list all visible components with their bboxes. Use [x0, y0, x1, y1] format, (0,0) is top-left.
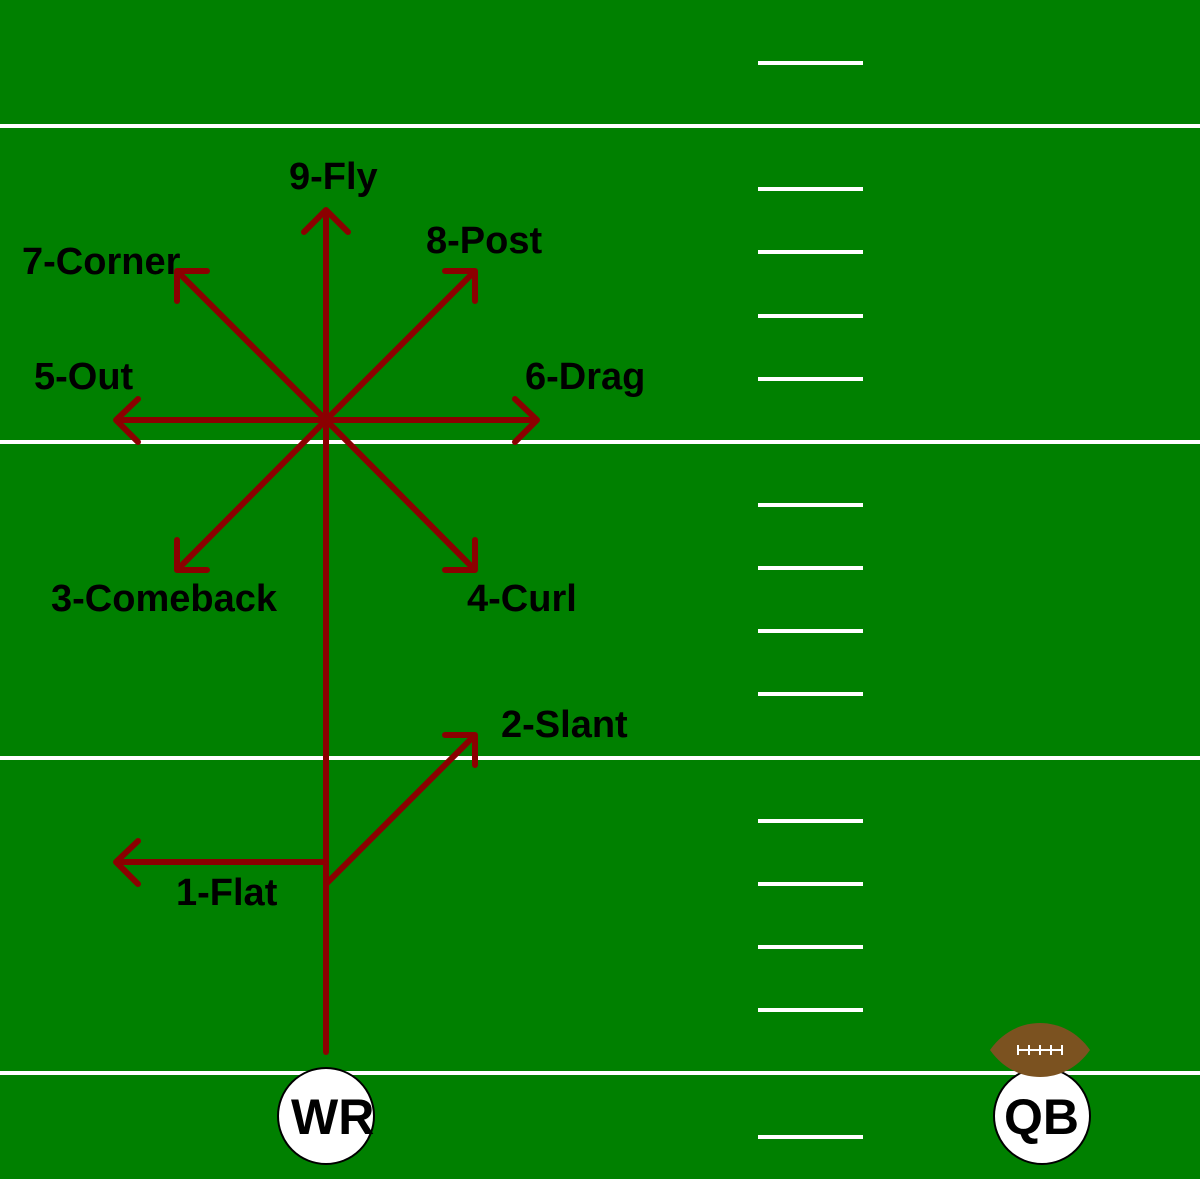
route-9-arrowhead	[301, 207, 351, 235]
player-qb: QB	[993, 1067, 1091, 1165]
route-8-line	[323, 269, 477, 423]
route-tree	[113, 207, 540, 1055]
route-label-fly: 9-Fly	[289, 156, 378, 198]
route-6-arrowhead	[512, 396, 540, 445]
route-label-curl: 4-Curl	[467, 578, 577, 620]
route-label-drag: 6-Drag	[525, 356, 645, 398]
route-7-arrowhead	[174, 268, 210, 304]
yard-lines	[0, 124, 1200, 1075]
route-1-arrowhead	[113, 838, 141, 887]
route-2-line	[323, 733, 477, 887]
player-wr-label: WR	[291, 1089, 374, 1145]
route-label-out: 5-Out	[34, 356, 134, 398]
route-label-comeback: 3-Comeback	[51, 578, 278, 620]
route-label-post: 8-Post	[426, 220, 542, 262]
route-label-corner: 7-Corner	[22, 241, 181, 283]
route-5-arrowhead	[113, 396, 141, 445]
route-3-arrowhead	[174, 537, 210, 573]
route-2-arrowhead	[442, 732, 478, 768]
route-8-arrowhead	[442, 268, 478, 304]
football-icon	[990, 1023, 1090, 1077]
route-label-slant: 2-Slant	[501, 704, 628, 746]
player-wr: WR	[277, 1067, 375, 1165]
hash-marks	[758, 61, 863, 1139]
route-7-line	[175, 269, 329, 423]
player-wr-marker	[277, 1067, 375, 1165]
route-3-line	[175, 417, 329, 572]
route-4-line	[323, 417, 477, 572]
route-4-arrowhead	[442, 537, 478, 573]
route-label-flat: 1-Flat	[176, 872, 278, 914]
player-qb-label: QB	[1004, 1089, 1079, 1145]
